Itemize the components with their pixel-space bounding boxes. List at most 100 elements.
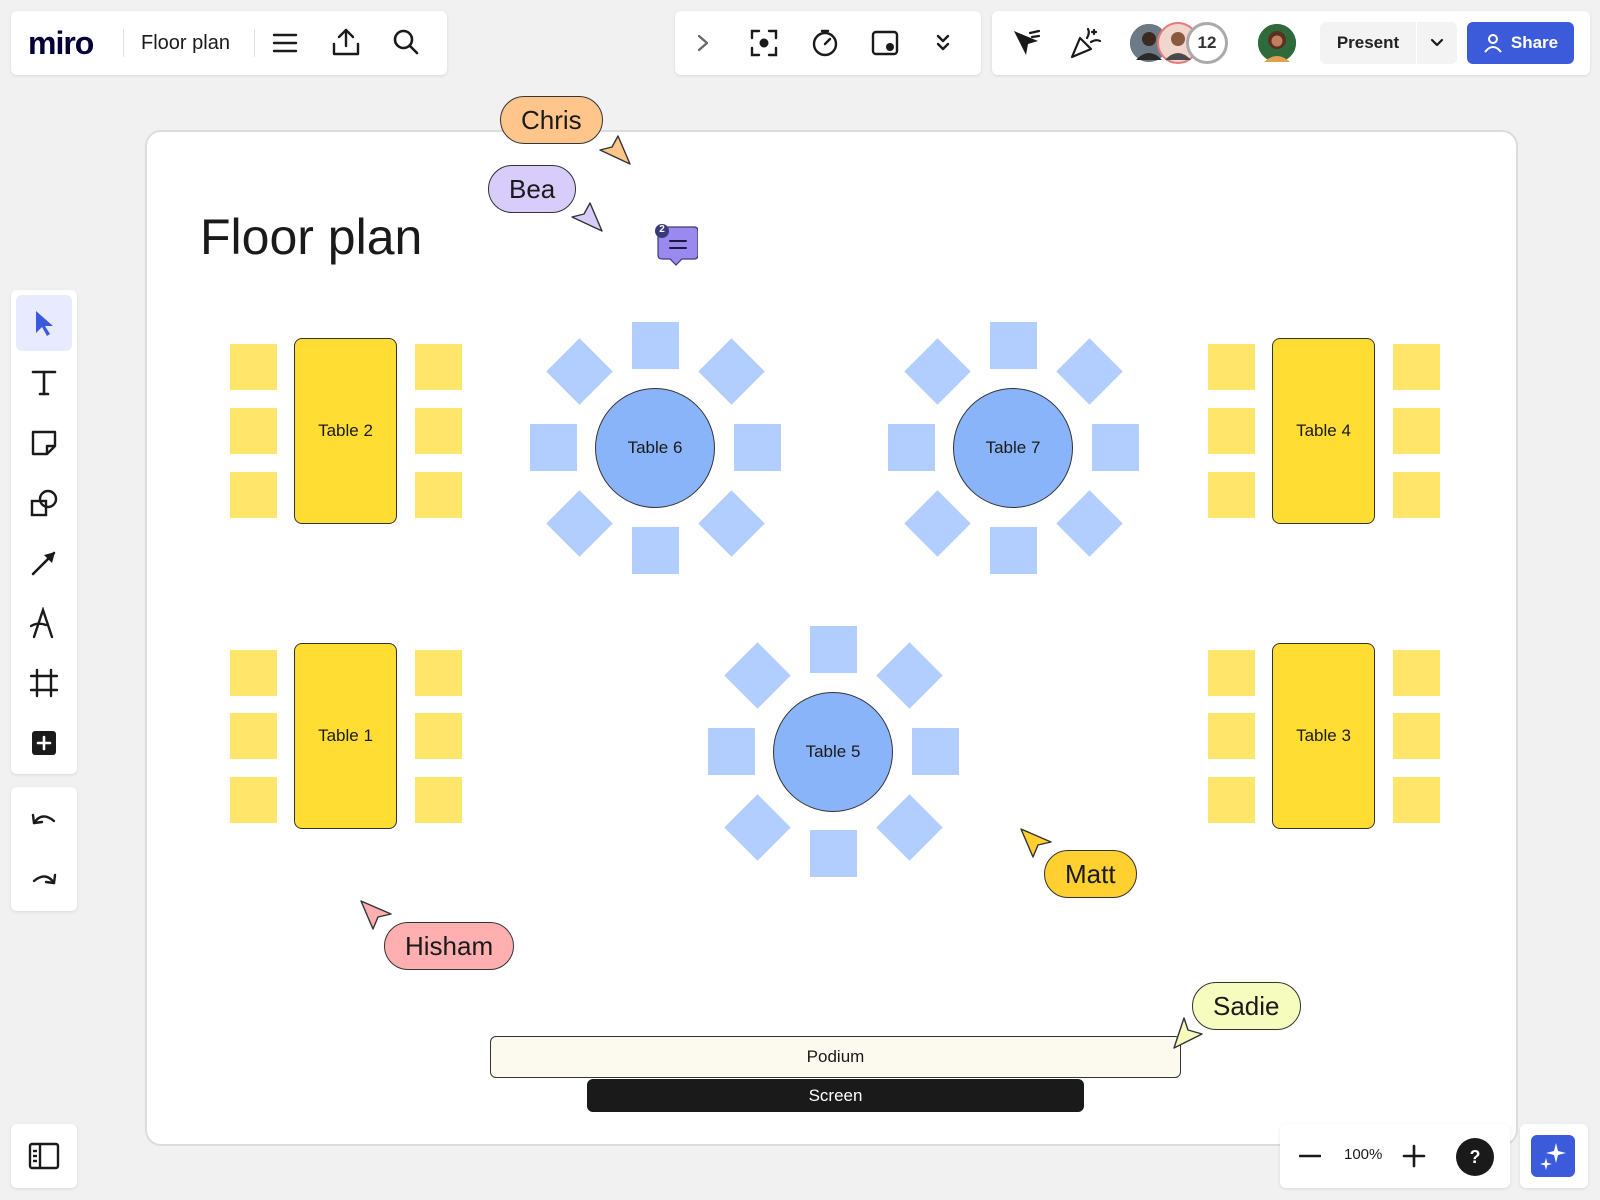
- line-tool[interactable]: [16, 535, 72, 591]
- seat[interactable]: [415, 777, 462, 823]
- miro-logo[interactable]: miro: [28, 25, 94, 61]
- table-6[interactable]: Table 6: [595, 388, 715, 508]
- celebrate-icon[interactable]: [1068, 25, 1104, 61]
- comment-count-badge: 2: [659, 224, 665, 235]
- frame-icon: [29, 668, 59, 698]
- board-name[interactable]: Floor plan: [141, 32, 230, 54]
- pen-tool[interactable]: [16, 595, 72, 651]
- pen-icon: [30, 607, 54, 639]
- seat[interactable]: [632, 527, 679, 574]
- share-button[interactable]: Share: [1467, 22, 1574, 64]
- seat[interactable]: [1393, 650, 1440, 696]
- sidebar-panel-icon: [27, 1140, 61, 1172]
- ai-assist-button[interactable]: [1531, 1135, 1575, 1177]
- focus-icon[interactable]: [747, 26, 781, 60]
- cursor-label-sadie: Sadie: [1192, 982, 1301, 1030]
- timer-icon[interactable]: [808, 26, 842, 60]
- redo-button[interactable]: [16, 853, 72, 905]
- undo-button[interactable]: [16, 793, 72, 845]
- page-title[interactable]: Floor plan: [200, 209, 423, 265]
- more-tools[interactable]: [16, 715, 72, 771]
- current-user-avatar[interactable]: [1256, 22, 1298, 64]
- help-button[interactable]: ?: [1456, 1138, 1494, 1176]
- seat[interactable]: [1208, 472, 1255, 518]
- chevron-right-icon[interactable]: [689, 29, 717, 57]
- seat[interactable]: [1208, 650, 1255, 696]
- divider: [123, 29, 124, 57]
- table-7[interactable]: Table 7: [953, 388, 1073, 508]
- zoom-controls: 100% ?: [1280, 1124, 1510, 1188]
- table-1[interactable]: Table 1: [294, 643, 397, 829]
- menu-icon[interactable]: [269, 27, 301, 59]
- table-2[interactable]: Table 2: [294, 338, 397, 524]
- seat[interactable]: [990, 322, 1037, 369]
- voting-icon[interactable]: [868, 26, 902, 60]
- select-tool[interactable]: [16, 295, 72, 351]
- seat[interactable]: [1393, 344, 1440, 390]
- panel-toggle-button[interactable]: [11, 1124, 77, 1188]
- zoom-out-icon[interactable]: [1294, 1140, 1326, 1172]
- seat[interactable]: [1092, 424, 1139, 471]
- table-5[interactable]: Table 5: [773, 692, 893, 812]
- more-icon[interactable]: [928, 28, 958, 58]
- cursor-arrow-icon: [360, 900, 392, 930]
- podium[interactable]: Podium: [490, 1036, 1181, 1078]
- cursor-arrow-icon: [571, 202, 603, 232]
- seat[interactable]: [734, 424, 781, 471]
- share-toolbar: 12 Present Share: [992, 11, 1590, 75]
- seat[interactable]: [1393, 777, 1440, 823]
- seat[interactable]: [415, 713, 462, 759]
- seat[interactable]: [230, 650, 277, 696]
- divider: [254, 29, 255, 57]
- seat[interactable]: [530, 424, 577, 471]
- sticky-note-icon: [31, 430, 57, 456]
- avatar-count-badge[interactable]: 12: [1186, 22, 1228, 64]
- screen[interactable]: Screen: [587, 1079, 1084, 1112]
- chevron-down-icon[interactable]: [1417, 22, 1457, 64]
- seat[interactable]: [1208, 408, 1255, 454]
- export-icon[interactable]: [329, 25, 363, 59]
- seat[interactable]: [810, 626, 857, 673]
- seat[interactable]: [230, 472, 277, 518]
- seat[interactable]: [1208, 777, 1255, 823]
- reactions-cursor-icon[interactable]: [1008, 25, 1044, 61]
- seat[interactable]: [888, 424, 935, 471]
- table-3[interactable]: Table 3: [1272, 643, 1375, 829]
- seat[interactable]: [230, 713, 277, 759]
- seat[interactable]: [1208, 713, 1255, 759]
- share-button-label: Share: [1510, 33, 1559, 52]
- table-4[interactable]: Table 4: [1272, 338, 1375, 524]
- zoom-in-icon[interactable]: [1398, 1140, 1430, 1172]
- history-toolbar: [11, 787, 77, 911]
- present-button[interactable]: Present: [1320, 22, 1416, 64]
- seat[interactable]: [1393, 472, 1440, 518]
- search-icon[interactable]: [389, 25, 423, 59]
- zoom-level[interactable]: 100%: [1344, 1146, 1383, 1163]
- text-tool[interactable]: [16, 355, 72, 411]
- seat[interactable]: [990, 527, 1037, 574]
- cursor-arrow-icon: [1020, 828, 1052, 858]
- text-icon: [31, 370, 57, 396]
- seat[interactable]: [810, 830, 857, 877]
- seat[interactable]: [415, 472, 462, 518]
- board-header: miro Floor plan: [11, 11, 447, 75]
- arrow-line-icon: [31, 551, 56, 576]
- seat[interactable]: [1393, 408, 1440, 454]
- seat[interactable]: [1393, 713, 1440, 759]
- seat[interactable]: [708, 728, 755, 775]
- undo-icon: [31, 813, 56, 825]
- seat[interactable]: [415, 408, 462, 454]
- sticky-note-tool[interactable]: [16, 415, 72, 471]
- comment-icon[interactable]: 2: [654, 223, 699, 272]
- shapes-icon: [30, 489, 58, 517]
- shapes-tool[interactable]: [16, 475, 72, 531]
- seat[interactable]: [632, 322, 679, 369]
- seat[interactable]: [230, 344, 277, 390]
- seat[interactable]: [1208, 344, 1255, 390]
- seat[interactable]: [230, 408, 277, 454]
- seat[interactable]: [415, 650, 462, 696]
- seat[interactable]: [230, 777, 277, 823]
- frame-tool[interactable]: [16, 655, 72, 711]
- seat[interactable]: [415, 344, 462, 390]
- seat[interactable]: [912, 728, 959, 775]
